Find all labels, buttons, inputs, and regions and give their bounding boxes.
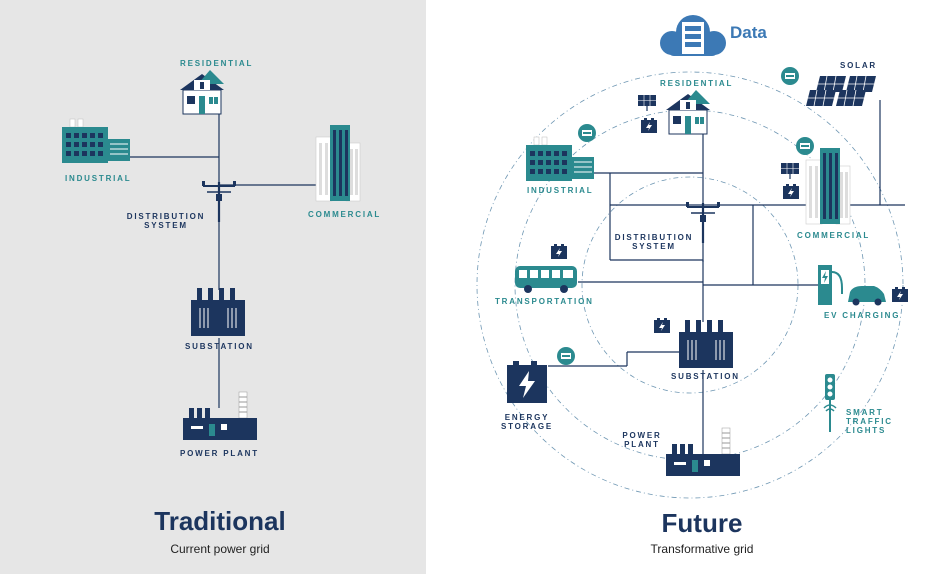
smart-traffic-line3: LIGHTS [846, 426, 887, 435]
future-substation-label: SUBSTATION [671, 372, 740, 381]
solar-label: SOLAR [840, 61, 877, 70]
energy-storage-label: ENERGY STORAGE [497, 413, 557, 431]
traditional-distribution-label: DISTRIBUTION SYSTEM [124, 212, 208, 230]
data-label: Data [730, 23, 767, 42]
traditional-title: Traditional [154, 506, 286, 536]
ev-charging-icon [818, 265, 886, 306]
solar-array-icon [805, 75, 877, 107]
future-residential-label: RESIDENTIAL [660, 79, 734, 88]
traditional-power-plant-label: POWER PLANT [180, 449, 259, 458]
future-distribution-line1: DISTRIBUTION [614, 233, 694, 242]
traditional-distribution-line1: DISTRIBUTION [126, 212, 206, 221]
transportation-label: TRANSPORTATION [495, 297, 594, 306]
ev-charging-label: EV CHARGING [824, 311, 901, 320]
smart-traffic-light-icon [823, 374, 837, 432]
future-power-plant-label: POWER PLANT [614, 431, 670, 449]
traditional-distribution-line2: SYSTEM [144, 221, 188, 230]
future-distribution-line2: SYSTEM [632, 242, 676, 251]
energy-storage-line1: ENERGY [504, 413, 550, 422]
industrial-meter-icon [578, 124, 596, 142]
future-residential-icon [665, 89, 711, 135]
traditional-substation-label: SUBSTATION [185, 342, 254, 351]
future-subtitle: Transformative grid [650, 542, 754, 556]
smart-traffic-line1: SMART [846, 408, 884, 417]
traditional-commercial-label: COMMERCIAL [308, 210, 382, 219]
residential-solar-panel-icon [637, 94, 657, 112]
future-distribution-label: DISTRIBUTION SYSTEM [612, 233, 696, 251]
future-power-plant-line1: POWER [622, 431, 662, 440]
traditional-residential-label: RESIDENTIAL [180, 59, 254, 68]
future-substation-icon [678, 319, 734, 369]
future-commercial-icon [805, 147, 851, 225]
energy-storage-meter-icon [557, 347, 575, 365]
commercial-solar-panel-icon [780, 162, 800, 180]
smart-traffic-label: SMART TRAFFIC LIGHTS [846, 408, 893, 435]
future-power-plant-line2: PLANT [624, 440, 660, 449]
transportation-battery-icon [551, 244, 567, 259]
substation-battery-icon [654, 318, 670, 333]
commercial-meter-icon [796, 137, 814, 155]
solar-meter-icon [781, 67, 799, 85]
residential-battery-icon [641, 118, 657, 133]
traditional-subtitle: Current power grid [170, 542, 270, 556]
data-cloud-icon [660, 15, 726, 56]
smart-traffic-line2: TRAFFIC [846, 417, 893, 426]
traditional-industrial-label: INDUSTRIAL [65, 174, 132, 183]
future-commercial-label: COMMERCIAL [797, 231, 871, 240]
future-industrial-icon [525, 136, 595, 182]
commercial-battery-icon [783, 184, 799, 199]
future-industrial-label: INDUSTRIAL [527, 186, 594, 195]
energy-storage-line2: STORAGE [500, 422, 553, 431]
bus-icon [515, 266, 577, 293]
ev-battery-icon [892, 287, 908, 302]
future-wires [548, 100, 905, 456]
future-title: Future [661, 508, 743, 538]
energy-storage-icon [507, 361, 547, 403]
